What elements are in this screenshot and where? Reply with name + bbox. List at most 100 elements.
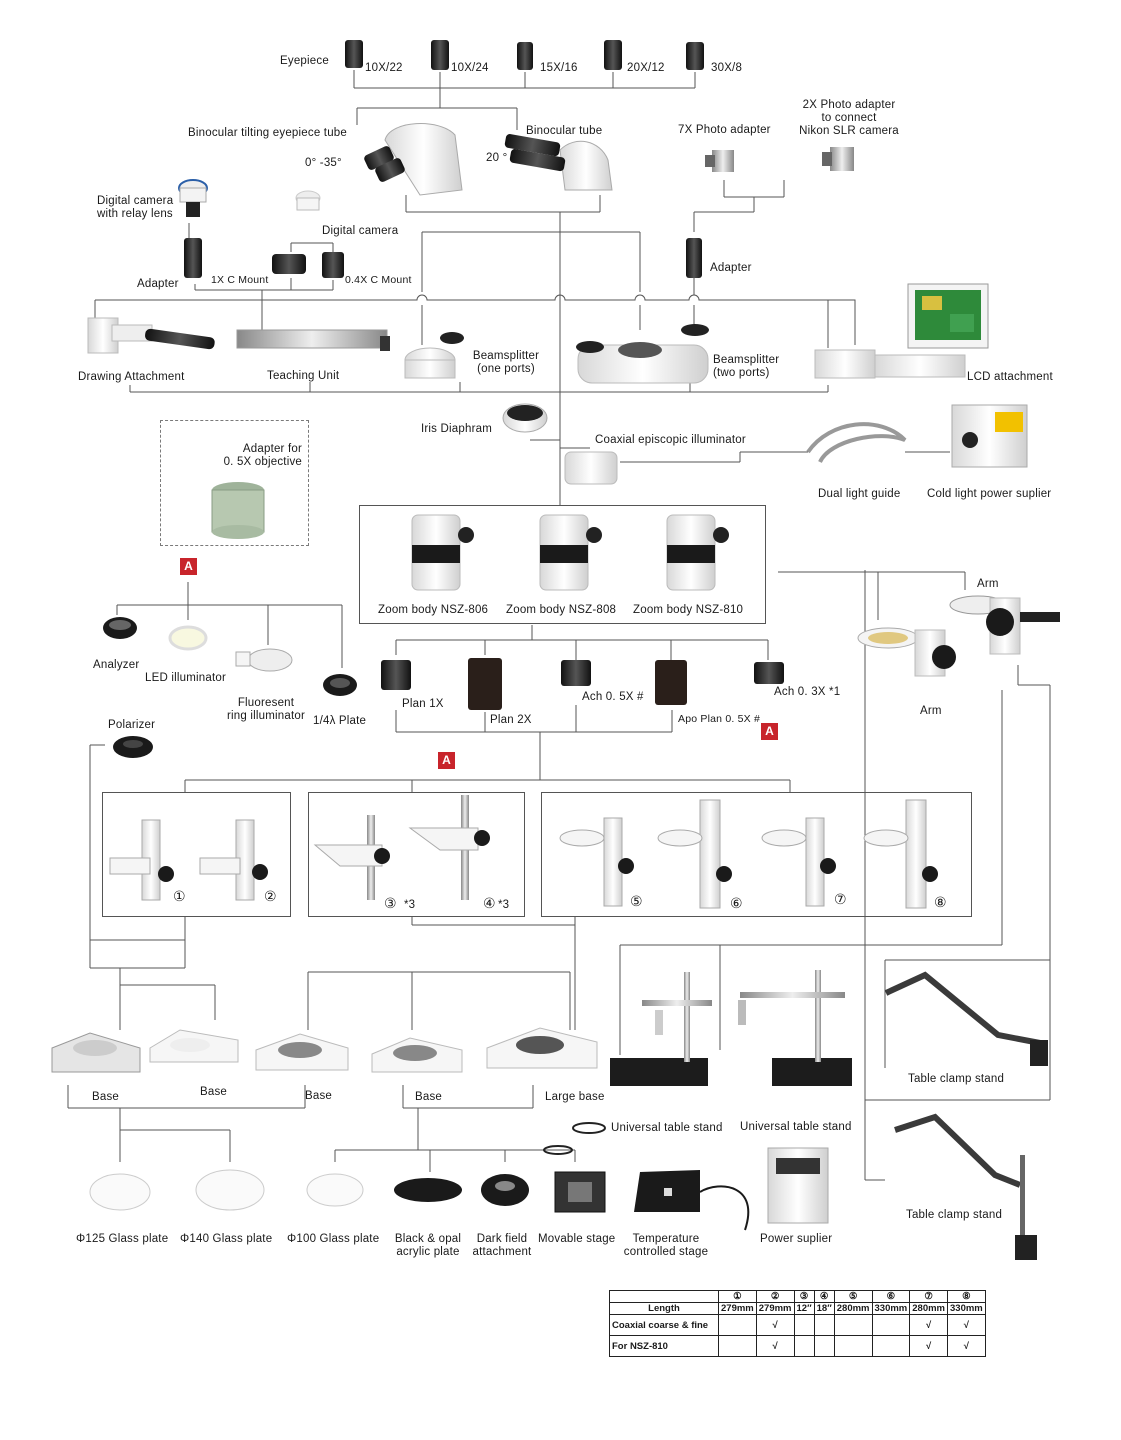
badge-a-apo: A <box>761 723 778 740</box>
plan-1x-label: Plan 1X <box>402 698 444 710</box>
acrylic-plate-line1: Black & opal <box>394 1233 462 1245</box>
spec-cell <box>793 1335 815 1357</box>
spec-cell: √ <box>755 1335 795 1357</box>
lcd-attachment-label: LCD attachment <box>967 371 1053 383</box>
base-images <box>51 1027 598 1073</box>
spec-col-1: ① <box>718 1290 757 1303</box>
ach-03x-label: Ach 0. 3X *1 <box>774 686 841 698</box>
accessory-images <box>103 617 357 758</box>
tilting-tube-label: Binocular tilting eyepiece tube <box>188 127 347 139</box>
movable-stage-label: Movable stage <box>538 1233 616 1245</box>
spec-col-6: ⑥ <box>871 1290 911 1303</box>
stand-box-2 <box>308 792 525 917</box>
plate-100-label: Φ100 Glass plate <box>287 1233 380 1245</box>
fluor-ring-line2: ring illuminator <box>227 710 305 722</box>
spec-col-8: ⑧ <box>947 1290 986 1303</box>
plate-images <box>89 1122 829 1231</box>
digital-camera-label: Digital camera <box>322 225 399 237</box>
plate-140-label: Φ140 Glass plate <box>180 1233 273 1245</box>
spec-cell <box>833 1335 873 1357</box>
temp-stage-label: Temperature controlled stage <box>620 1233 712 1259</box>
plate-125-label: Φ125 Glass plate <box>76 1233 169 1245</box>
arm-top-label: Arm <box>977 578 999 590</box>
plan-2x-label: Plan 2X <box>490 714 532 726</box>
spec-row-length: Length 279mm 279mm 12″ 18″ 280mm 330mm 2… <box>609 1302 986 1315</box>
arm-images <box>857 595 1060 677</box>
half-x-adapter-line1: Adapter for <box>242 443 302 455</box>
beamsplitter-two-line2: (two ports) <box>713 367 770 379</box>
spec-col-2: ② <box>755 1290 795 1303</box>
spec-col-3: ③ <box>793 1290 815 1303</box>
darkfield-line1: Dark field <box>476 1233 528 1245</box>
binocular-angle-label: 20 ° <box>486 152 508 164</box>
stand-number-8: ⑧ <box>934 894 947 910</box>
stand-number-1: ① <box>173 888 186 904</box>
zoom-body-box <box>359 505 766 624</box>
spec-cell: 280mm <box>909 1302 948 1315</box>
stand-frame-images <box>610 970 1048 1260</box>
photo-2x-line2: to connect <box>821 112 877 124</box>
photo-7x-label: 7X Photo adapter <box>678 124 771 136</box>
stand-number-6: ⑥ <box>730 895 743 911</box>
spec-cell <box>718 1335 757 1357</box>
illumination-images <box>502 403 1028 485</box>
photo-adapters <box>705 147 854 172</box>
spec-cell: √ <box>909 1335 948 1357</box>
eyepiece-title: Eyepiece <box>280 55 329 67</box>
half-x-adapter-label: Adapter for 0. 5X objective <box>220 443 302 469</box>
stand-number-4: ④ <box>483 895 496 911</box>
photo-adapter-label: Adapter <box>710 262 752 274</box>
polarizer-label: Polarizer <box>108 719 156 731</box>
base-1-label: Base <box>92 1091 120 1103</box>
relay-camera-label: Digital camera with relay lens <box>97 195 173 221</box>
spec-cell: 12″ <box>793 1302 815 1315</box>
quarter-plate-label: 1/4λ Plate <box>313 715 367 727</box>
spec-cell <box>871 1335 911 1357</box>
spec-cell: √ <box>947 1335 986 1357</box>
ach-05x-label: Ach 0. 5X # <box>582 691 644 703</box>
clamp-stand-1-label: Table clamp stand <box>908 1073 1005 1085</box>
spec-cell <box>813 1314 835 1336</box>
camera-images <box>178 179 702 278</box>
half-x-adapter-line2: 0. 5X objective <box>223 456 302 468</box>
stand-note-4: *3 <box>498 899 510 911</box>
darkfield-label: Dark field attachment <box>470 1233 534 1259</box>
stand-note-3: *3 <box>404 899 416 911</box>
spec-cell <box>833 1314 873 1336</box>
beamsplitter-one-label: Beamsplitter (one ports) <box>466 350 546 376</box>
spec-col-5: ⑤ <box>833 1290 873 1303</box>
eyepiece-10x24: 10X/24 <box>451 62 489 74</box>
beamsplitter-one-line2: (one ports) <box>477 363 535 375</box>
spec-row-nsz810: For NSZ-810 √ √ √ <box>609 1335 986 1357</box>
drawing-attachment-label: Drawing Attachment <box>78 371 185 383</box>
stage-power-label: Power suplier <box>760 1233 833 1245</box>
arm-bottom-label: Arm <box>920 705 942 717</box>
spec-corner <box>609 1290 719 1303</box>
relay-camera-line2: with relay lens <box>97 208 173 220</box>
spec-col-7: ⑦ <box>909 1290 948 1303</box>
spec-cell: 330mm <box>871 1302 911 1315</box>
spec-cell: 279mm <box>755 1302 795 1315</box>
spec-cell: 279mm <box>718 1302 757 1315</box>
spec-cell: √ <box>755 1314 795 1336</box>
mount-1x-label: 1X C Mount <box>211 274 269 286</box>
eyepiece-images <box>345 40 704 70</box>
analyzer-label: Analyzer <box>93 659 140 671</box>
stand-images <box>109 795 938 909</box>
spec-cell: 280mm <box>833 1302 873 1315</box>
mount-04x-label: 0.4X C Mount <box>345 274 412 286</box>
base-2-label: Base <box>200 1086 228 1098</box>
acrylic-plate-label: Black & opal acrylic plate <box>392 1233 464 1259</box>
acrylic-plate-line2: acrylic plate <box>396 1246 460 1258</box>
spec-cell: 18″ <box>813 1302 835 1315</box>
camera-adapter-label: Adapter <box>137 278 179 290</box>
temp-stage-line2: controlled stage <box>623 1246 709 1258</box>
spec-row-label: Length <box>609 1302 719 1315</box>
fluor-ring-line1: Fluoresent <box>237 697 295 709</box>
universal-stand-2-label: Universal table stand <box>740 1121 852 1133</box>
led-illuminator-label: LED illuminator <box>145 672 226 684</box>
eyepiece-30x8: 30X/8 <box>711 62 743 74</box>
stand-number-3: ③ <box>384 895 397 911</box>
spec-cell: 330mm <box>947 1302 986 1315</box>
